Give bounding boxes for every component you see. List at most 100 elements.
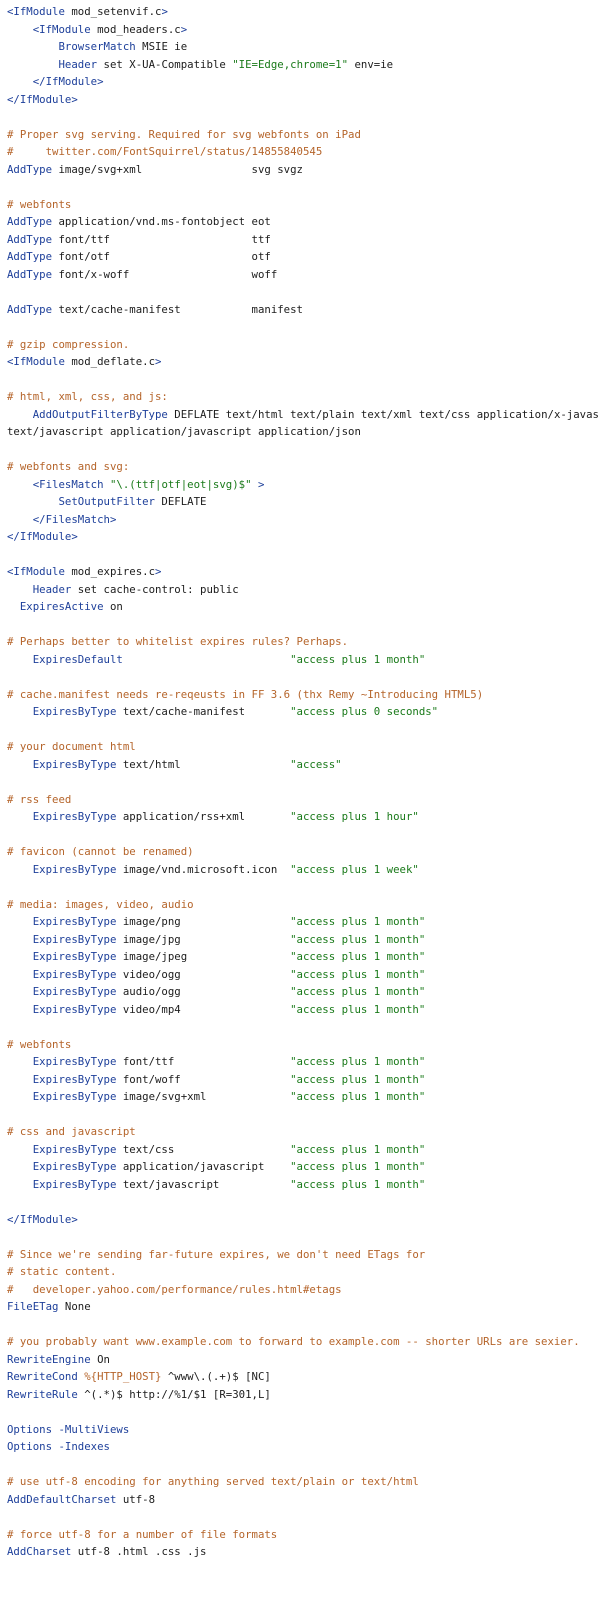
code-line: # rss feed bbox=[7, 791, 600, 809]
text-token: mod_headers.c bbox=[90, 22, 181, 36]
text-token: set X-UA-Compatible bbox=[97, 57, 233, 71]
code-line: </IfModule> bbox=[7, 73, 600, 91]
directive-token: </IfModule> bbox=[7, 1212, 78, 1226]
text-token: text/javascript application/javascript a… bbox=[7, 425, 361, 438]
text-token: image/vnd.microsoft.icon bbox=[116, 862, 291, 876]
directive-token: </FilesMatch> bbox=[7, 512, 117, 526]
comment-token: # html, xml, css, and js: bbox=[7, 390, 168, 403]
directive-token: ExpiresByType bbox=[7, 1072, 117, 1086]
blank-line bbox=[7, 616, 600, 634]
code-line: ExpiresDefault "access plus 1 month" bbox=[7, 651, 600, 669]
code-line: ExpiresByType font/ttf "access plus 1 mo… bbox=[7, 1053, 600, 1071]
directive-token: ExpiresByType bbox=[7, 810, 117, 823]
code-line: AddCharset utf-8 .html .css .js bbox=[7, 1543, 600, 1561]
blank-line bbox=[7, 1456, 600, 1474]
directive-token: AddType bbox=[7, 232, 53, 246]
code-line: Options -MultiViews bbox=[7, 1421, 600, 1439]
code-line: # webfonts bbox=[7, 1036, 600, 1054]
blank-line bbox=[7, 283, 600, 301]
code-line: # cache.manifest needs re-reqeusts in FF… bbox=[7, 686, 600, 704]
blank-line bbox=[7, 826, 600, 844]
code-line: # Since we're sending far-future expires… bbox=[7, 1246, 600, 1264]
comment-token: # developer.yahoo.com/performance/rules.… bbox=[7, 1282, 342, 1296]
code-line: <IfModule mod_deflate.c> bbox=[7, 353, 600, 371]
text-token: On bbox=[90, 1352, 110, 1366]
directive-token: RewriteEngine bbox=[7, 1352, 91, 1366]
code-line: Options -Indexes bbox=[7, 1438, 600, 1456]
text-token: env=ie bbox=[348, 57, 394, 71]
blank-line bbox=[7, 546, 600, 564]
directive-token: <IfModule bbox=[7, 565, 65, 578]
comment-token: # gzip compression. bbox=[7, 337, 130, 351]
string-token: "IE=Edge,chrome=1" bbox=[232, 57, 349, 71]
code-line: # Proper svg serving. Required for svg w… bbox=[7, 126, 600, 144]
code-line: </IfModule> bbox=[7, 1211, 600, 1229]
string-token: "access plus 1 month" bbox=[290, 1072, 426, 1086]
blank-line bbox=[7, 178, 600, 196]
code-line: ExpiresByType audio/ogg "access plus 1 m… bbox=[7, 983, 600, 1001]
code-line: ExpiresByType application/rss+xml "acces… bbox=[7, 808, 600, 826]
blank-line bbox=[7, 773, 600, 791]
string-token: "access plus 1 month" bbox=[290, 915, 426, 928]
code-line: ExpiresByType application/javascript "ac… bbox=[7, 1158, 600, 1176]
text-token bbox=[123, 653, 290, 666]
code-line: # developer.yahoo.com/performance/rules.… bbox=[7, 1281, 600, 1299]
comment-token: # webfonts bbox=[7, 1037, 72, 1051]
code-line: <FilesMatch "\.(ttf|otf|eot|svg)$" > bbox=[7, 476, 600, 494]
string-token: "access plus 1 month" bbox=[290, 1160, 426, 1173]
text-token: ^www\.(.+)$ [NC] bbox=[161, 1370, 271, 1383]
code-line: # favicon (cannot be renamed) bbox=[7, 843, 600, 861]
blank-line bbox=[7, 108, 600, 126]
code-line: ExpiresByType text/css "access plus 1 mo… bbox=[7, 1141, 600, 1159]
directive-token: BrowserMatch bbox=[7, 40, 136, 53]
text-token: utf-8 .html .css .js bbox=[71, 1545, 207, 1558]
directive-token: ExpiresByType bbox=[7, 985, 117, 998]
directive-token: Options bbox=[7, 1440, 53, 1453]
code-line: BrowserMatch MSIE ie bbox=[7, 38, 600, 56]
code-line: # webfonts bbox=[7, 196, 600, 214]
code-line: # force utf-8 for a number of file forma… bbox=[7, 1526, 600, 1544]
code-line: ExpiresActive on bbox=[7, 598, 600, 616]
text-token: text/javascript bbox=[116, 1177, 291, 1191]
string-token: "access plus 1 month" bbox=[290, 985, 426, 998]
string-token: "access plus 1 month" bbox=[290, 652, 426, 666]
directive-token: Header bbox=[7, 57, 98, 71]
directive-token: <IfModule bbox=[7, 5, 65, 18]
code-line: AddType font/ttf ttf bbox=[7, 231, 600, 249]
comment-token: # you probably want www.example.com to f… bbox=[7, 1335, 580, 1348]
comment-token: # webfonts and svg: bbox=[7, 460, 130, 473]
string-token: "access plus 1 month" bbox=[290, 1177, 426, 1191]
string-token: "access" bbox=[290, 757, 342, 771]
directive-token: > bbox=[251, 477, 265, 491]
text-token: text/html bbox=[116, 757, 291, 771]
directive-token: </IfModule> bbox=[7, 530, 78, 543]
code-line: ExpiresByType text/cache-manifest "acces… bbox=[7, 703, 600, 721]
code-line: <IfModule mod_headers.c> bbox=[7, 21, 600, 39]
directive-token: ExpiresByType bbox=[7, 705, 117, 718]
comment-token: # css and javascript bbox=[7, 1125, 136, 1138]
text-token: None bbox=[58, 1300, 91, 1313]
directive-token: </IfModule> bbox=[7, 92, 78, 106]
code-line: RewriteRule ^(.*)$ http://%1/$1 [R=301,L… bbox=[7, 1386, 600, 1404]
text-token: font/woff bbox=[116, 1072, 291, 1086]
code-line: # your document html bbox=[7, 738, 600, 756]
code-line: # static content. bbox=[7, 1263, 600, 1281]
comment-token: # media: images, video, audio bbox=[7, 897, 194, 911]
code-line: </FilesMatch> bbox=[7, 511, 600, 529]
text-token: set cache-control: public bbox=[71, 582, 239, 596]
comment-token: # rss feed bbox=[7, 792, 72, 806]
code-line: # webfonts and svg: bbox=[7, 458, 600, 476]
code-line: RewriteCond %{HTTP_HOST} ^www\.(.+)$ [NC… bbox=[7, 1368, 600, 1386]
text-token: audio/ogg bbox=[116, 985, 291, 998]
blank-line bbox=[7, 1018, 600, 1036]
code-line: AddType font/x-woff woff bbox=[7, 266, 600, 284]
code-line: # html, xml, css, and js: bbox=[7, 388, 600, 406]
comment-token: %{HTTP_HOST} bbox=[84, 1370, 162, 1383]
blank-line bbox=[7, 668, 600, 686]
blank-line bbox=[7, 1106, 600, 1124]
text-token: ^(.*)$ http://%1/$1 [R=301,L] bbox=[77, 1387, 271, 1401]
directive-token: ExpiresByType bbox=[7, 932, 117, 946]
code-line: ExpiresByType text/javascript "access pl… bbox=[7, 1176, 600, 1194]
code-line: ExpiresByType image/jpeg "access plus 1 … bbox=[7, 948, 600, 966]
